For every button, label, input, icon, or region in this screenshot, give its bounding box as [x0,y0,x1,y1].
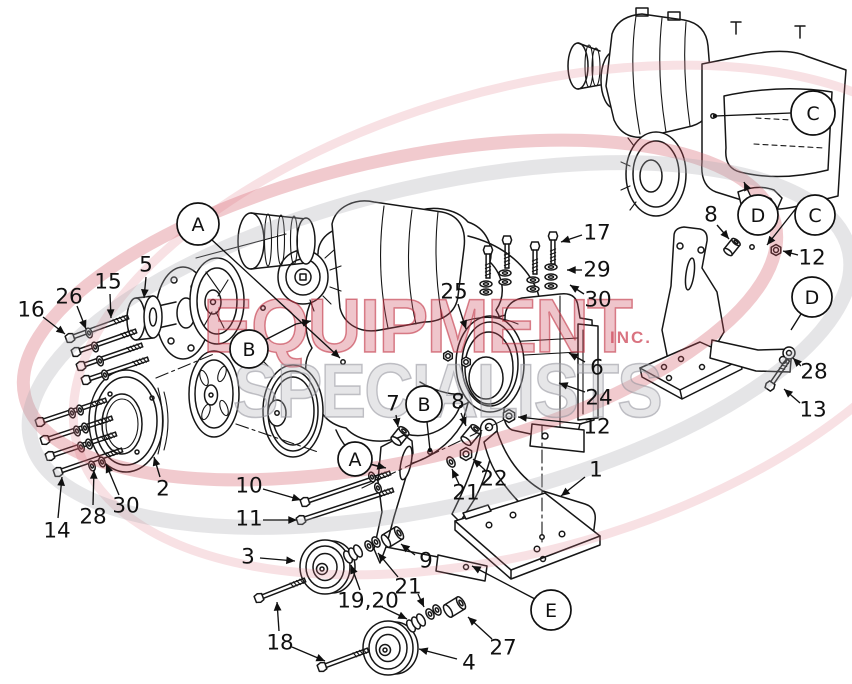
callout-21: 21 [452,481,479,506]
callout-26: 26 [55,285,82,310]
view-label-circle-D [791,276,833,318]
watermark-suffix: INC. [610,328,652,347]
idler-pulley-4 [362,620,419,676]
callout-14: 14 [43,519,70,544]
clutch-pulley-assembly [88,295,319,473]
idler-pulley-3 [299,539,356,595]
callout-7: 7 [386,392,400,417]
callout-2: 2 [156,477,170,502]
callout-21: 21 [394,575,421,600]
view-label-circle-A [337,441,373,477]
view-label-circle-C [790,90,836,136]
view-label-circle-E [530,589,572,631]
callout-29: 29 [583,258,610,283]
callout-24: 24 [585,386,612,411]
callout-28: 28 [800,360,827,385]
callout-19,20: 19,20 [337,589,399,614]
callout-30: 30 [112,494,139,519]
callout-6: 6 [590,356,604,381]
callout-28: 28 [79,505,106,530]
callout-10: 10 [235,474,262,499]
callout-12: 12 [798,246,825,271]
callout-3: 3 [241,545,255,570]
callout-30: 30 [584,288,611,313]
callout-1: 1 [589,458,603,483]
view-label-E: E [545,600,557,622]
view-label-B: B [417,394,430,416]
fasteners [34,231,791,673]
view-label-D: D [751,205,766,227]
callout-15: 15 [94,270,121,295]
view-label-C: C [806,103,819,125]
view-label-circle-C [794,194,836,236]
callout-17: 17 [583,221,610,246]
callout-18: 18 [266,631,293,656]
view-label-D: D [805,287,820,309]
callout-4: 4 [462,651,476,676]
view-label-B: B [242,339,255,361]
compressor-assembly [455,293,599,453]
view-label-A: A [192,214,205,236]
view-label-circle-B [405,385,443,423]
engine-assembly [155,200,567,468]
view-label-circle-A [176,202,220,246]
rear-mount-bracket [639,226,796,400]
watermark-line2: SPECIALISTS [233,349,661,434]
view-label-A: A [349,449,362,471]
callout-11: 11 [235,507,262,532]
view-label-C: C [808,205,821,227]
callout-9: 9 [419,549,433,574]
view-label-circle-D [737,194,779,236]
callout-8: 8 [451,390,465,415]
view-label-circle-B [229,329,269,369]
callout-8: 8 [704,203,718,228]
callout-13: 13 [799,398,826,423]
callout-5: 5 [139,253,153,278]
callout-labels: 12345678891011121213141516171819,2021212… [17,90,836,676]
callout-12: 12 [583,415,610,440]
callout-25: 25 [440,280,467,305]
callout-27: 27 [489,636,516,661]
callout-16: 16 [17,298,44,323]
callout-22: 22 [480,467,507,492]
